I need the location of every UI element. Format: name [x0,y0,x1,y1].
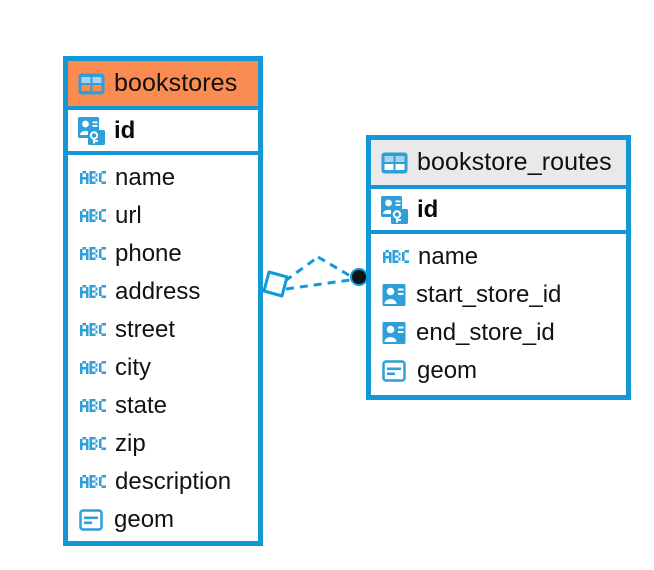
table-icon [381,152,408,174]
field-row[interactable]: geom [371,352,626,390]
entity-header-bookstore-routes[interactable]: bookstore_routes [371,140,626,189]
primary-key-icon [78,116,105,145]
field-row[interactable]: address [68,273,258,311]
primary-key-icon [381,195,408,224]
field-label: url [115,202,142,229]
abc-text-icon [79,169,107,188]
geometry-icon [382,360,409,382]
field-label: zip [115,430,146,457]
connector-branch-upper-right [317,255,353,279]
field-row[interactable]: end_store_id [371,314,626,352]
primary-key-row[interactable]: id [371,189,626,234]
abc-text-icon [79,321,107,340]
field-label: start_store_id [416,281,562,308]
field-label: geom [417,357,478,384]
field-row[interactable]: zip [68,425,258,463]
abc-text-icon [79,435,107,454]
field-row[interactable]: name [68,159,258,197]
field-label: name [115,164,176,191]
field-row[interactable]: description [68,463,258,501]
field-label: street [115,316,176,343]
entity-title: bookstore_routes [417,148,612,176]
field-label: name [418,243,479,270]
field-list-bookstores: name [68,155,258,543]
abc-text-icon [79,473,107,492]
foreign-key-icon [382,321,408,345]
geometry-icon [79,509,106,531]
field-label: geom [114,506,175,533]
connector-branch-upper-left [284,255,319,283]
foreign-key-icon [382,283,408,307]
abc-text-icon [79,397,107,416]
connector-branch-straight [285,278,351,291]
field-row[interactable]: geom [68,501,258,539]
abc-text-icon [79,283,107,302]
field-row[interactable]: city [68,349,258,387]
field-row[interactable]: start_store_id [371,276,626,314]
primary-key-row[interactable]: id [68,110,258,155]
field-row[interactable]: url [68,197,258,235]
entity-table-bookstores[interactable]: bookstores id [63,56,263,546]
field-label: phone [115,240,182,267]
field-row[interactable]: phone [68,235,258,273]
abc-text-icon [79,245,107,264]
diamond-endpoint-icon [262,270,289,298]
entity-header-bookstores[interactable]: bookstores [68,61,258,110]
table-icon [78,73,105,95]
field-row[interactable]: street [68,311,258,349]
abc-text-icon [79,359,107,378]
field-row[interactable]: state [68,387,258,425]
entity-table-bookstore-routes[interactable]: bookstore_routes id [366,135,631,400]
primary-key-label: id [417,195,439,223]
abc-text-icon [79,207,107,226]
field-label: city [115,354,151,381]
primary-key-label: id [114,116,136,144]
field-label: address [115,278,201,305]
entity-title: bookstores [114,69,238,97]
abc-text-icon [382,248,410,267]
field-list-bookstore-routes: name start_store_id [371,234,626,394]
field-label: end_store_id [416,319,555,346]
field-label: state [115,392,168,419]
field-row[interactable]: name [371,238,626,276]
field-label: description [115,468,232,495]
